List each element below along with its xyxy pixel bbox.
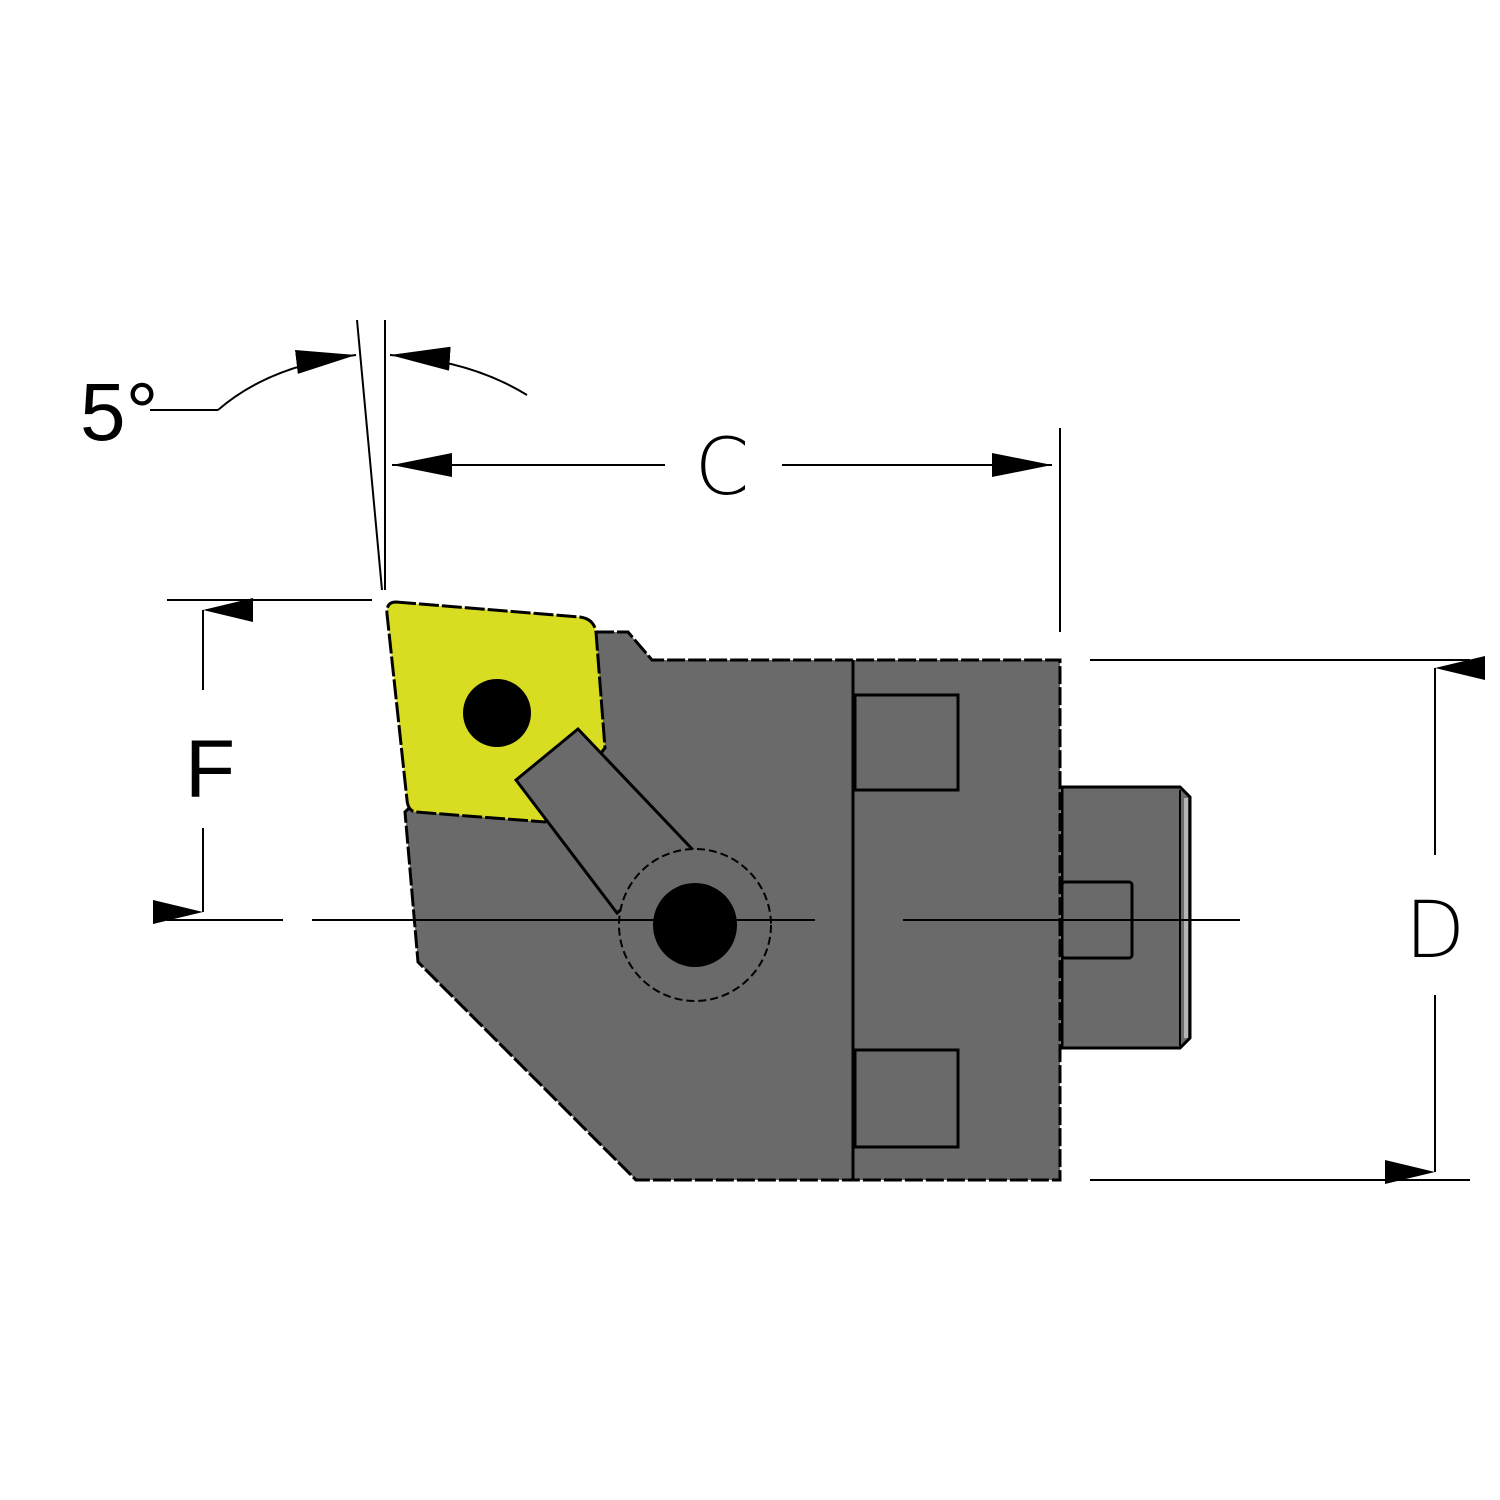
insert-hole <box>463 679 531 747</box>
f-dimension <box>153 598 372 924</box>
angle-dimension <box>150 319 528 591</box>
c-dimension <box>392 428 1061 632</box>
f-label: F <box>185 724 235 815</box>
shank <box>1060 785 1192 1050</box>
d-label: D <box>1405 886 1465 976</box>
d-dimension <box>1090 656 1485 1184</box>
c-label: C <box>695 423 749 513</box>
clamp-screw <box>653 883 737 967</box>
angle-label: 5° <box>80 367 158 458</box>
upper-key-slot <box>853 693 960 792</box>
lower-key-slot <box>853 1048 960 1149</box>
